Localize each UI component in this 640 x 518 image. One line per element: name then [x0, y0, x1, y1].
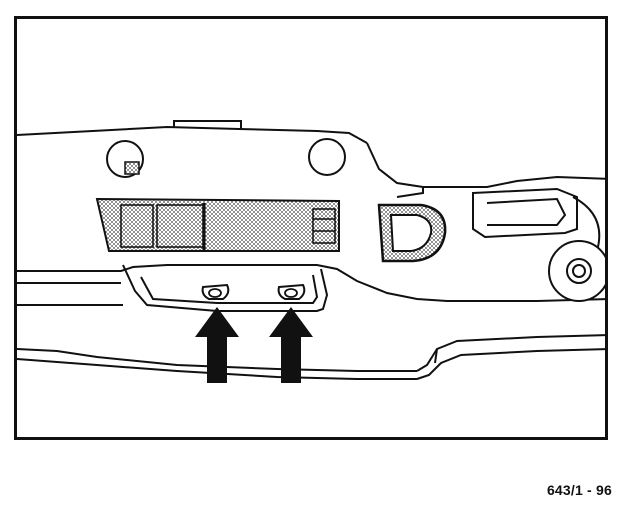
right-bracket [472, 187, 601, 252]
housing-body [17, 120, 605, 302]
screw-left [201, 283, 230, 300]
round-hole-left [106, 140, 144, 178]
up-arrow-right-icon [269, 307, 313, 383]
d-shaped-clip [377, 203, 447, 263]
figure-code: 643/1 - 96 [546, 482, 612, 498]
round-hole-center [308, 138, 346, 176]
illustration [17, 120, 605, 383]
bottom-rail [17, 334, 605, 380]
diagram-frame [14, 16, 608, 440]
screw-right [277, 283, 306, 300]
lower-tray [17, 264, 329, 312]
up-arrow-left-icon [195, 307, 239, 383]
connector-block [95, 197, 340, 252]
round-boss [548, 240, 605, 302]
